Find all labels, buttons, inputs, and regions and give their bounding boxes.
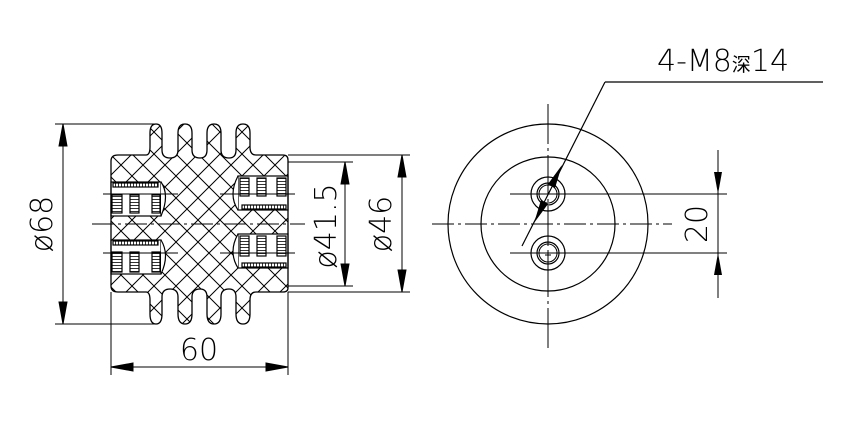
dimension-length	[110, 292, 289, 375]
body-outline	[110, 123, 289, 325]
end-view	[432, 81, 823, 348]
outer-diameter-label: ø68	[25, 196, 60, 253]
thread-callout-depth-char: 深	[732, 54, 751, 76]
dimension-inner-diameter	[288, 161, 353, 287]
dimension-outer-diameter	[55, 123, 156, 325]
hole-spacing-label: 20	[680, 205, 715, 243]
thread-callout-depth: 14	[751, 44, 789, 79]
side-center-lines	[92, 193, 305, 254]
dimension-end-diameter	[288, 154, 410, 293]
inner-diameter-label: ø41.5	[309, 183, 344, 268]
thread-callout-prefix: 4-M8	[657, 44, 732, 79]
end-diameter-label: ø46	[364, 196, 399, 253]
side-section-view: ø68 60 ø41.5 ø46	[25, 123, 410, 375]
thread-callout: 4-M8深14	[657, 44, 789, 79]
hatched-body	[111, 124, 288, 324]
length-label: 60	[180, 333, 218, 368]
threaded-inserts	[110, 175, 289, 275]
